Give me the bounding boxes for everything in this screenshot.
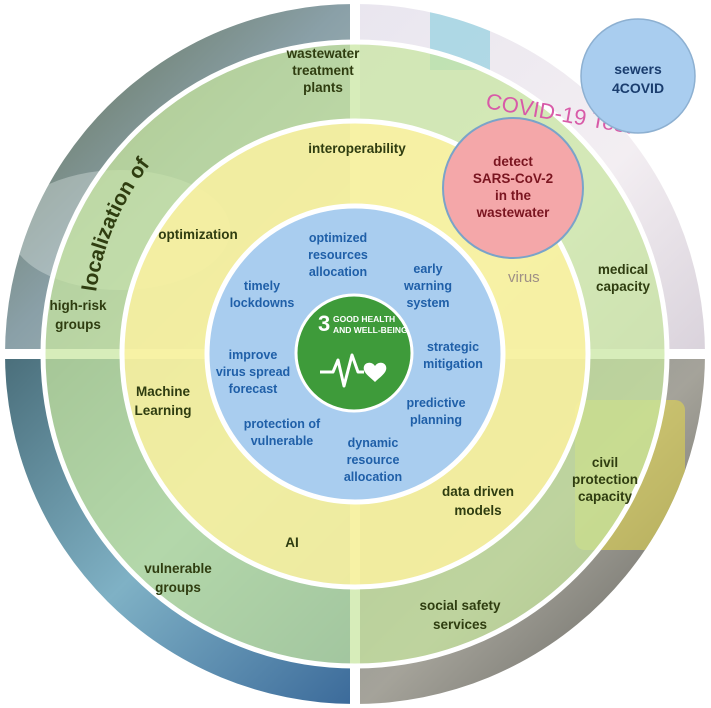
sdg-number: 3: [318, 311, 330, 336]
label-medical-2: capacity: [596, 279, 651, 294]
label-social-1: social safety: [419, 598, 501, 613]
label-high-risk-2: groups: [55, 317, 101, 332]
label-interoperability: interoperability: [308, 141, 406, 156]
label-wastewater-3: plants: [303, 80, 343, 95]
label-dynamic-1: dynamic: [348, 436, 399, 450]
label-protection-2: vulnerable: [251, 434, 314, 448]
label-timely-2: lockdowns: [230, 296, 295, 310]
label-high-risk-1: high-risk: [49, 298, 106, 313]
detect-line2: SARS-CoV-2: [473, 171, 553, 186]
badge-line2: 4COVID: [612, 80, 664, 96]
label-optimized-1: optimized: [309, 231, 367, 245]
label-civil-3: capacity: [578, 489, 633, 504]
detect-line1: detect: [493, 154, 533, 169]
label-vulnerable-groups-1: vulnerable: [144, 561, 212, 576]
label-wastewater-2: treatment: [292, 63, 354, 78]
label-vulnerable-groups-2: groups: [155, 580, 201, 595]
label-improve-1: improve: [229, 348, 278, 362]
label-protection-1: protection of: [244, 417, 321, 431]
sdg-badge: 3 GOOD HEALTH AND WELL-BEING: [294, 293, 414, 413]
sewers4covid-badge: sewers 4COVID: [580, 18, 696, 134]
label-improve-2: virus spread: [216, 365, 290, 379]
label-dynamic-3: allocation: [344, 470, 402, 484]
label-timely-1: timely: [244, 279, 280, 293]
heart-icon: [363, 362, 387, 382]
label-data-driven-2: models: [454, 503, 501, 518]
sdg-title-line1: GOOD HEALTH: [333, 314, 395, 324]
label-optimization: optimization: [158, 227, 238, 242]
label-medical-1: medical: [598, 262, 648, 277]
label-early-warning-2: warning: [403, 279, 452, 293]
sdg-title-line2: AND WELL-BEING: [333, 325, 408, 335]
label-improve-3: forecast: [229, 382, 278, 396]
detect-bubble: detect SARS-CoV-2 in the wastewater: [442, 117, 584, 259]
detect-circle: [442, 117, 584, 259]
label-early-warning-1: early: [413, 262, 442, 276]
sdg-circle: [294, 293, 414, 413]
virus-photo-text: virus: [508, 269, 540, 286]
label-machine-learning-1: Machine: [136, 384, 191, 399]
badge-circle: [580, 18, 696, 134]
badge-line1: sewers: [614, 61, 662, 77]
label-optimized-2: resources: [308, 248, 368, 262]
label-social-2: services: [433, 617, 487, 632]
label-optimized-3: allocation: [309, 265, 367, 279]
heartbeat-icon: [320, 353, 364, 388]
label-early-warning-3: system: [406, 296, 449, 310]
detect-line4: wastewater: [476, 205, 551, 220]
label-predictive-1: predictive: [406, 396, 465, 410]
detect-line3: in the: [495, 188, 531, 203]
label-data-driven-1: data driven: [442, 484, 514, 499]
label-civil-1: civil: [592, 455, 618, 470]
label-strategic-2: mitigation: [423, 357, 483, 371]
label-predictive-2: planning: [410, 413, 462, 427]
label-wastewater-1: wastewater: [286, 46, 361, 61]
label-machine-learning-2: Learning: [134, 403, 191, 418]
label-ai: AI: [285, 535, 299, 550]
label-civil-2: protection: [572, 472, 638, 487]
label-strategic-1: strategic: [427, 340, 479, 354]
label-dynamic-2: resource: [347, 453, 400, 467]
